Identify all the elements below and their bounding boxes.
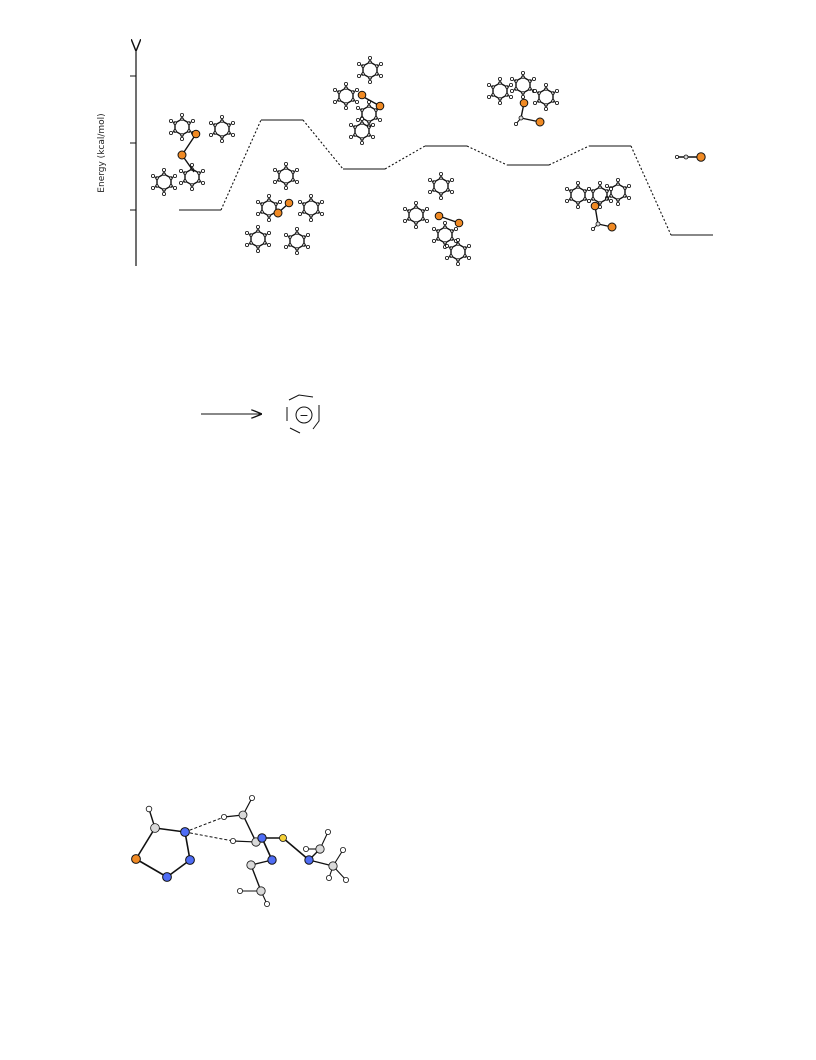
energy-molecule-2 xyxy=(244,161,325,256)
energy-molecule-5 xyxy=(486,70,560,127)
energy-molecule-6 xyxy=(564,177,632,232)
energy-molecule-7 xyxy=(675,152,706,162)
energy-axis xyxy=(130,50,136,266)
energy-profile-path xyxy=(179,119,713,236)
anion-ring-icon xyxy=(286,394,320,434)
energy-axis-label: Energy (kcal/mol) xyxy=(97,113,107,193)
energy-molecule-1 xyxy=(150,112,236,197)
bottom-molecular-complex xyxy=(131,795,349,908)
negative-charge-symbol: − xyxy=(299,409,308,422)
negative-charge-circle-icon xyxy=(295,406,313,424)
reaction-scheme: − xyxy=(201,394,320,434)
energy-molecule-3 xyxy=(332,55,385,146)
energy-molecule-4 xyxy=(402,171,472,267)
